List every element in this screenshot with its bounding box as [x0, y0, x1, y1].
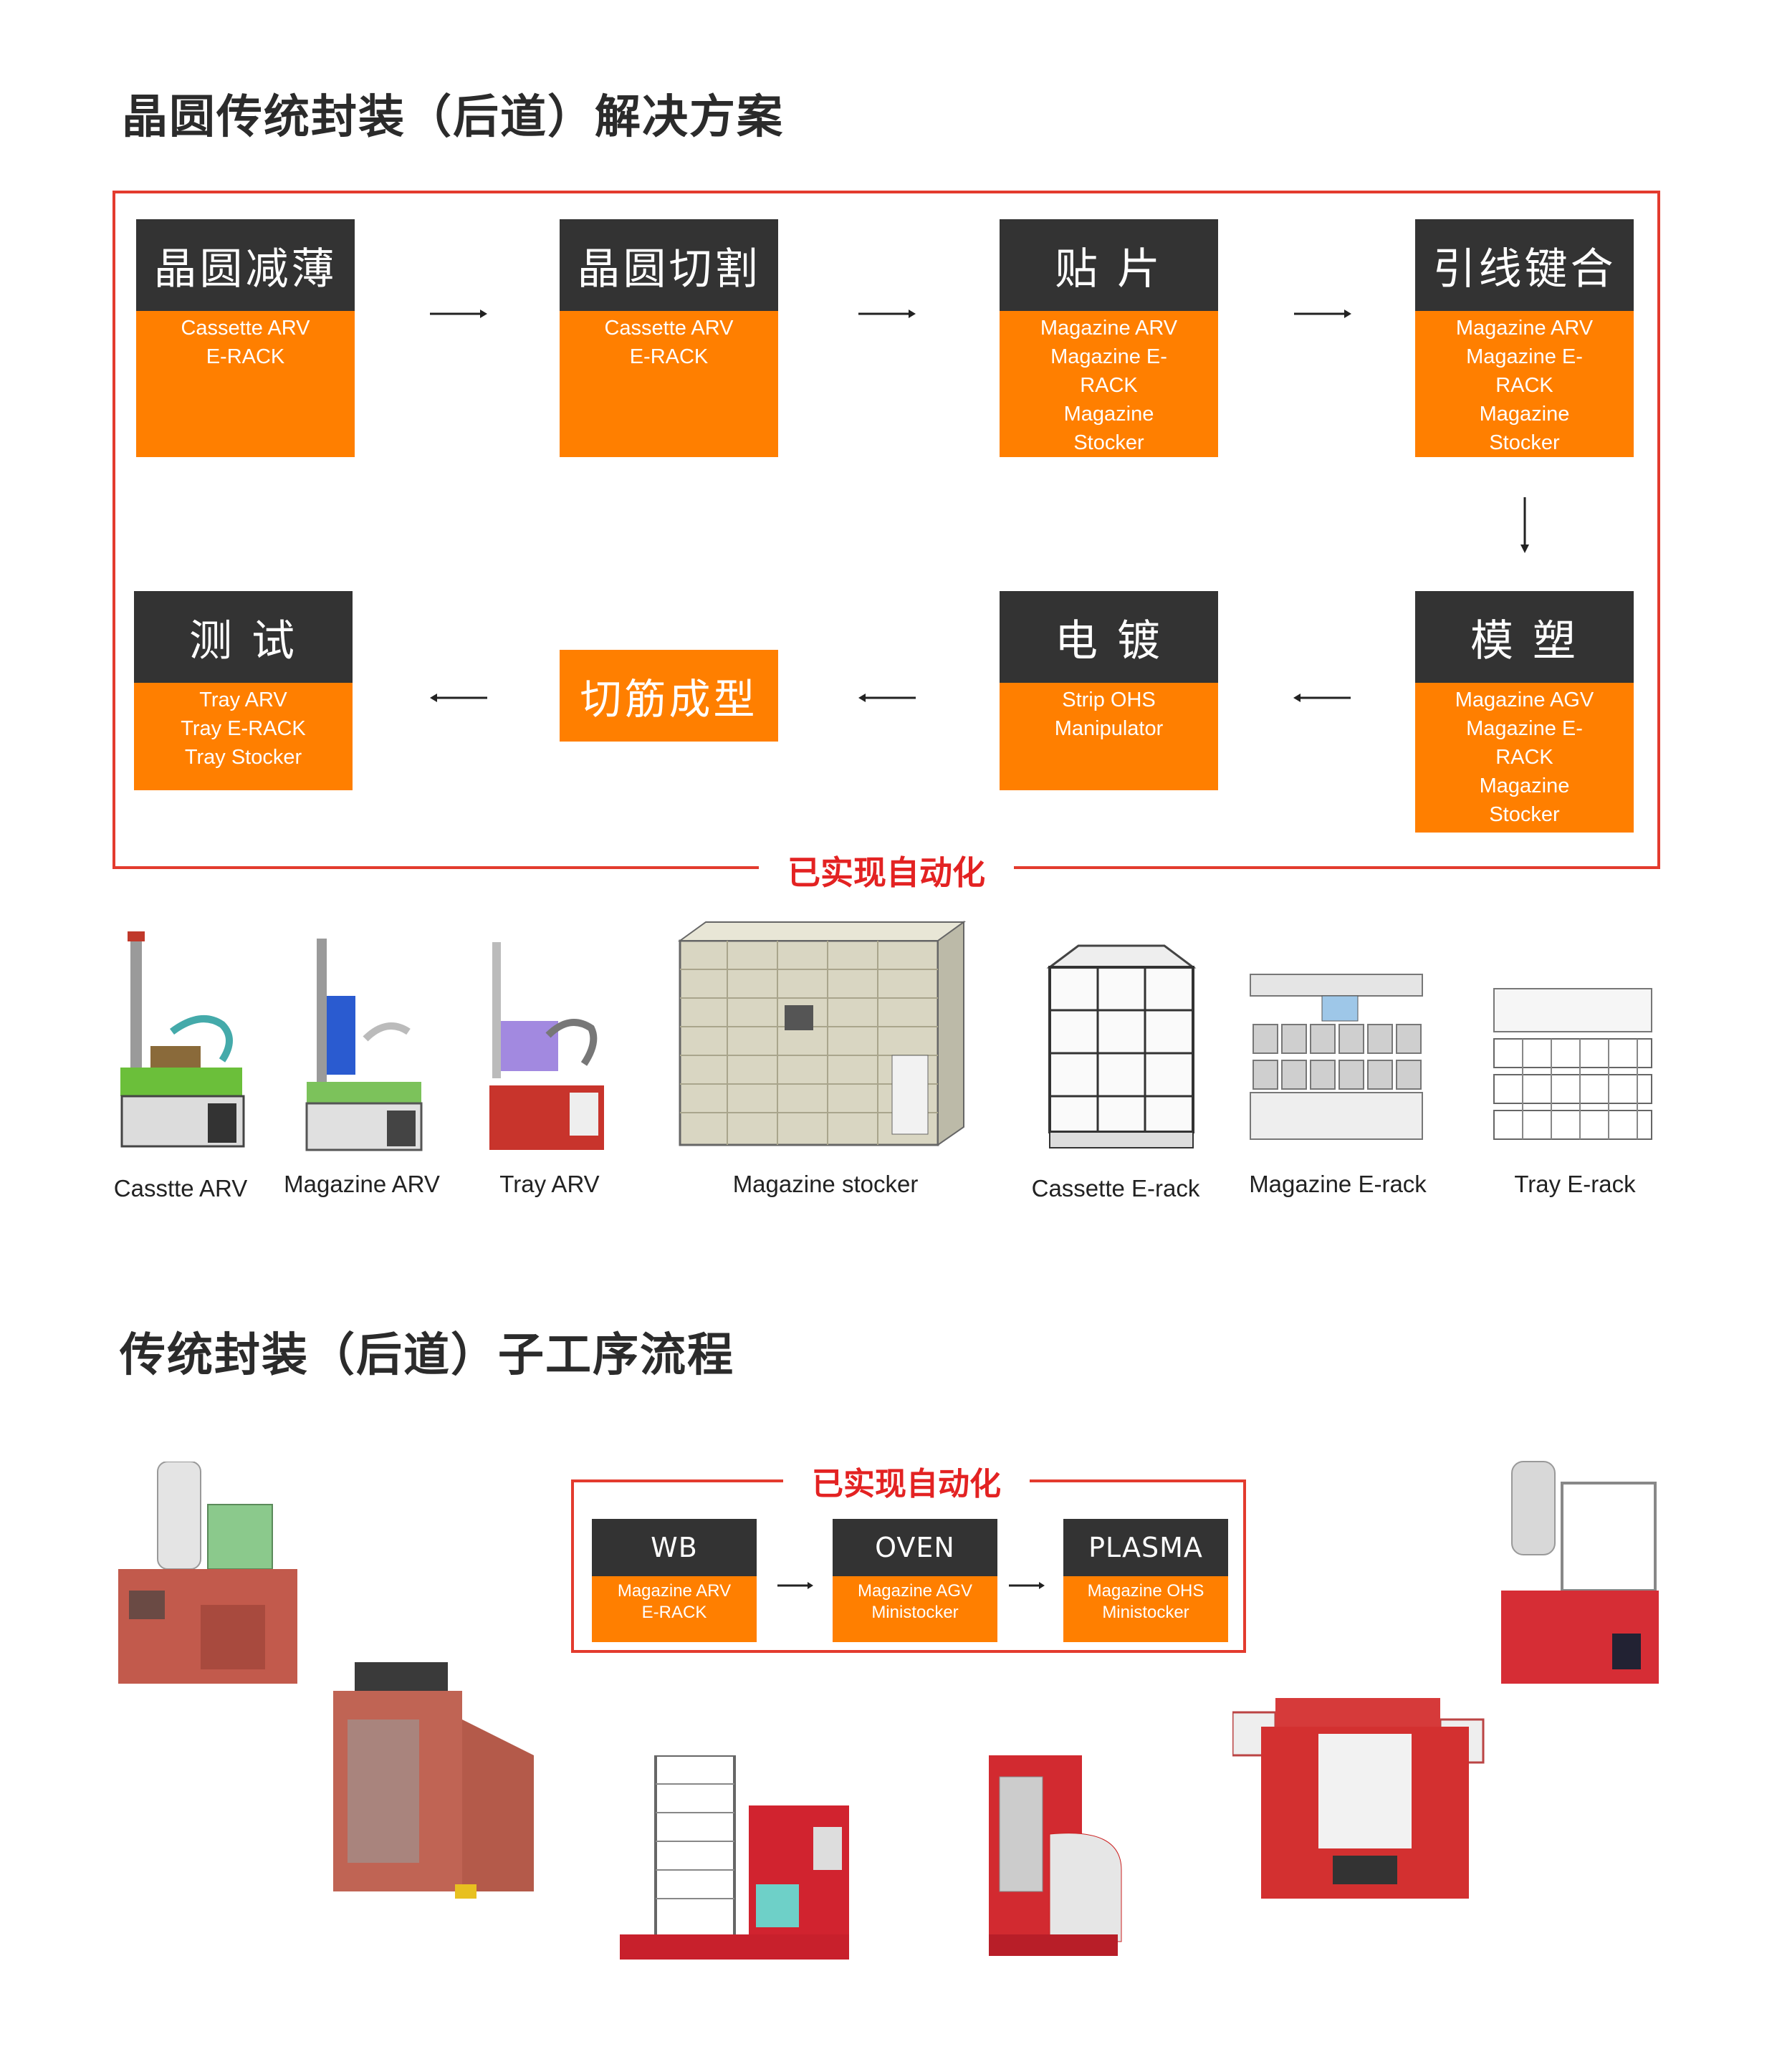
step-line: E-RACK [206, 345, 285, 368]
product-caption: Tray ARV [499, 1171, 600, 1197]
red-plasma-agv-icon [1232, 1698, 1485, 1899]
step-line: Magazine E- [1466, 345, 1583, 368]
step-die-attach: 贴 片 Magazine ARV Magazine E- RACK Magazi… [1000, 219, 1218, 457]
substep-wb: WB Magazine ARV E-RACK [592, 1519, 757, 1642]
step-line: Magazine ARV [1040, 317, 1178, 340]
magazine-erack-shelf-icon [1250, 974, 1423, 1140]
step-plating: 电 镀 Strip OHS Manipulator [1000, 591, 1218, 790]
product-caption: Tray E-rack [1514, 1171, 1636, 1197]
step-title: 贴 片 [1000, 219, 1218, 311]
arrow-right-icon [777, 1582, 813, 1589]
step-line: E-RACK [629, 345, 709, 368]
arrow-right-icon [1294, 310, 1351, 318]
magazine-stocker-cabinet-icon [677, 921, 967, 1146]
step-line: Magazine [1063, 403, 1154, 426]
step-line: Tray ARV [199, 689, 287, 711]
step-title: PLASMA [1063, 1519, 1228, 1576]
magazine-arv-robot-icon [305, 939, 423, 1151]
product-caption: Magazine ARV [284, 1171, 440, 1197]
step-line: RACK [1495, 746, 1553, 769]
step-title: 引线键合 [1415, 219, 1634, 311]
cassette-arv-robot-icon [120, 931, 245, 1148]
step-line: Magazine ARV [617, 1581, 732, 1601]
step-line: Magazine OHS [1087, 1581, 1204, 1601]
red-arv-robot-icon [118, 1462, 297, 1684]
arrow-left-icon [1293, 694, 1351, 702]
step-line: Tray E-RACK [181, 717, 306, 740]
product-caption: Cassette E-rack [1031, 1175, 1200, 1202]
step-line: Magazine [1479, 774, 1570, 797]
step-test: 测 试 Tray ARV Tray E-RACK Tray Stocker [134, 591, 353, 790]
step-wire-bond: 引线键合 Magazine ARV Magazine E- RACK Magaz… [1415, 219, 1634, 457]
substep-plasma: PLASMA Magazine OHS Ministocker [1063, 1519, 1228, 1642]
section2-title: 传统封装（后道）子工序流程 [120, 1328, 734, 1382]
step-line: Magazine AGV [1455, 689, 1594, 711]
step-line: E-RACK [641, 1603, 707, 1622]
step-line: Stocker [1489, 803, 1560, 826]
step-title: 晶圆切割 [560, 219, 778, 311]
step-line: Stocker [1073, 431, 1144, 454]
step-title: WB [592, 1519, 757, 1576]
step-line: Tray Stocker [184, 746, 302, 769]
substep-oven: OVEN Magazine AGV Ministocker [833, 1519, 997, 1642]
product-caption: Magazine stocker [732, 1171, 919, 1197]
arrow-right-icon [858, 310, 916, 318]
product-caption: Magazine E-rack [1249, 1171, 1427, 1197]
step-dicing: 晶圆切割 Cassette ARV E-RACK [560, 219, 778, 457]
step-title: 晶圆减薄 [136, 219, 355, 311]
cassette-erack-shelf-icon [1046, 944, 1197, 1148]
step-line: Stocker [1489, 431, 1560, 454]
step-title: 电 镀 [1000, 591, 1218, 683]
step-line: Manipulator [1054, 717, 1164, 740]
product-caption: Casstte ARV [113, 1175, 248, 1202]
step-title: OVEN [833, 1519, 997, 1576]
step-trim-form: 切筋成型 [560, 650, 778, 742]
red-magazine-agv-icon [333, 1662, 534, 1899]
red-oven-cart-icon [989, 1755, 1122, 1956]
step-line: Cassette ARV [604, 317, 734, 340]
step-title: 模 塑 [1415, 591, 1634, 683]
step-title: 测 试 [134, 591, 353, 683]
step-line: Ministocker [1102, 1603, 1189, 1622]
step-line: Magazine AGV [857, 1581, 973, 1601]
red-arm-agv-icon [1501, 1461, 1659, 1684]
tray-arv-robot-icon [489, 942, 604, 1150]
step-line: RACK [1495, 374, 1553, 397]
arrow-right-icon [430, 310, 487, 318]
automated-label: 已实现自动化 [783, 1458, 1030, 1504]
arrow-down-icon [1520, 497, 1529, 553]
step-line: Strip OHS [1062, 689, 1156, 711]
step-line: Magazine E- [1050, 345, 1167, 368]
step-line: Magazine [1479, 403, 1570, 426]
step-line: Ministocker [871, 1603, 959, 1622]
step-line: Magazine ARV [1455, 317, 1594, 340]
tray-erack-shelf-icon [1493, 988, 1652, 1140]
step-line: Magazine E- [1466, 717, 1583, 740]
arrow-left-icon [430, 694, 487, 702]
arrow-right-icon [1009, 1582, 1045, 1589]
arrow-left-icon [858, 694, 916, 702]
step-molding: 模 塑 Magazine AGV Magazine E- RACK Magazi… [1415, 591, 1634, 833]
red-oven-agv-icon [620, 1755, 849, 1960]
section1-title: 晶圆传统封装（后道）解决方案 [122, 90, 784, 144]
automated-label: 已实现自动化 [759, 847, 1014, 894]
step-thinning: 晶圆减薄 Cassette ARV E-RACK [136, 219, 355, 457]
step-line: RACK [1080, 374, 1138, 397]
step-line: Cassette ARV [181, 317, 310, 340]
